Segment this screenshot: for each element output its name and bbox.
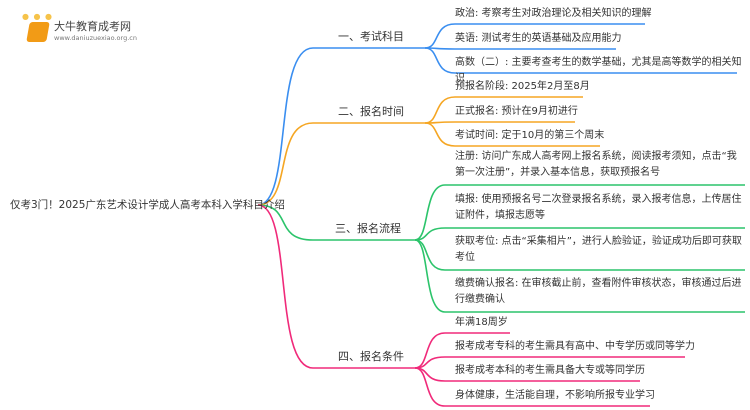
leaf-connector: [424, 47, 616, 50]
leaf-connector: [414, 239, 745, 313]
leaf-node: 身体健康，生活能自理，不影响所报专业学习: [455, 390, 655, 401]
logo: ● ● ● 大牛教育成考网 www.daniuzuexiao.org.cn: [22, 12, 142, 48]
leaf-node: 预报名阶段: 2025年2月至8月: [455, 81, 590, 92]
leaf-node: 考试时间: 定于10月的第三个周末: [455, 130, 605, 141]
leaf-connector: [424, 122, 600, 147]
leaf-connector: [414, 184, 745, 241]
leaf-node: 报考成考专科的考生需具有高中、中专学历或同等学力: [455, 341, 695, 352]
leaf-node: 政治: 考察考生对政治理论及相关知识的理解: [455, 8, 652, 19]
leaf-connector: [424, 121, 575, 124]
branch-connector: [257, 122, 425, 206]
leaf-node: 填报: 使用预报名号二次登录报名系统，录入报考信息，上传居住证附件，填报志愿等: [455, 194, 742, 221]
branch-connector: [257, 47, 425, 206]
leaf-connector: [414, 239, 745, 271]
logo-dots-icon: ● ● ●: [22, 12, 54, 21]
branch-connector: [257, 204, 415, 369]
branch-label: 二、报名时间: [338, 105, 404, 118]
logo-url: www.daniuzuexiao.org.cn: [54, 34, 137, 42]
branch-label: 一、考试科目: [338, 30, 404, 43]
leaf-node: 正式报名: 预计在9月初进行: [455, 106, 578, 117]
logo-name: 大牛教育成考网: [54, 20, 131, 33]
leaf-node: 年满18周岁: [455, 317, 508, 328]
leaf-node: 注册: 访问广东成人高考网上报名系统，阅读报考须知，点击“我第一次注册”，并录入…: [455, 151, 737, 178]
branch-connector: [257, 204, 415, 241]
leaf-node: 报考成考本科的考生需具备大专或等同学历: [455, 365, 645, 376]
leaf-node: 获取考位: 点击“采集相片”，进行人脸验证，验证成功后即可获取考位: [455, 236, 742, 263]
leaf-connector: [424, 23, 645, 49]
leaf-node: 英语: 测试考生的英语基础及应用能力: [455, 33, 622, 44]
branch-label: 四、报名条件: [338, 350, 404, 363]
root-topic: 仅考3门！2025广东艺术设计学成人高考本科入学科目介绍: [10, 199, 285, 211]
leaf-connector: [424, 96, 583, 124]
leaf-connector: [414, 367, 650, 407]
leaf-connector: [424, 47, 737, 74]
leaf-connector: [414, 227, 745, 241]
leaf-node: 缴费确认报名: 在审核截止前，查看附件审核状态，审核通过后进行缴费确认: [455, 278, 742, 305]
leaf-node: 高数（二）: 主要考查考生的数学基础，尤其是高等数学的相关知识: [455, 57, 742, 84]
branch-label: 三、报名流程: [335, 222, 401, 235]
